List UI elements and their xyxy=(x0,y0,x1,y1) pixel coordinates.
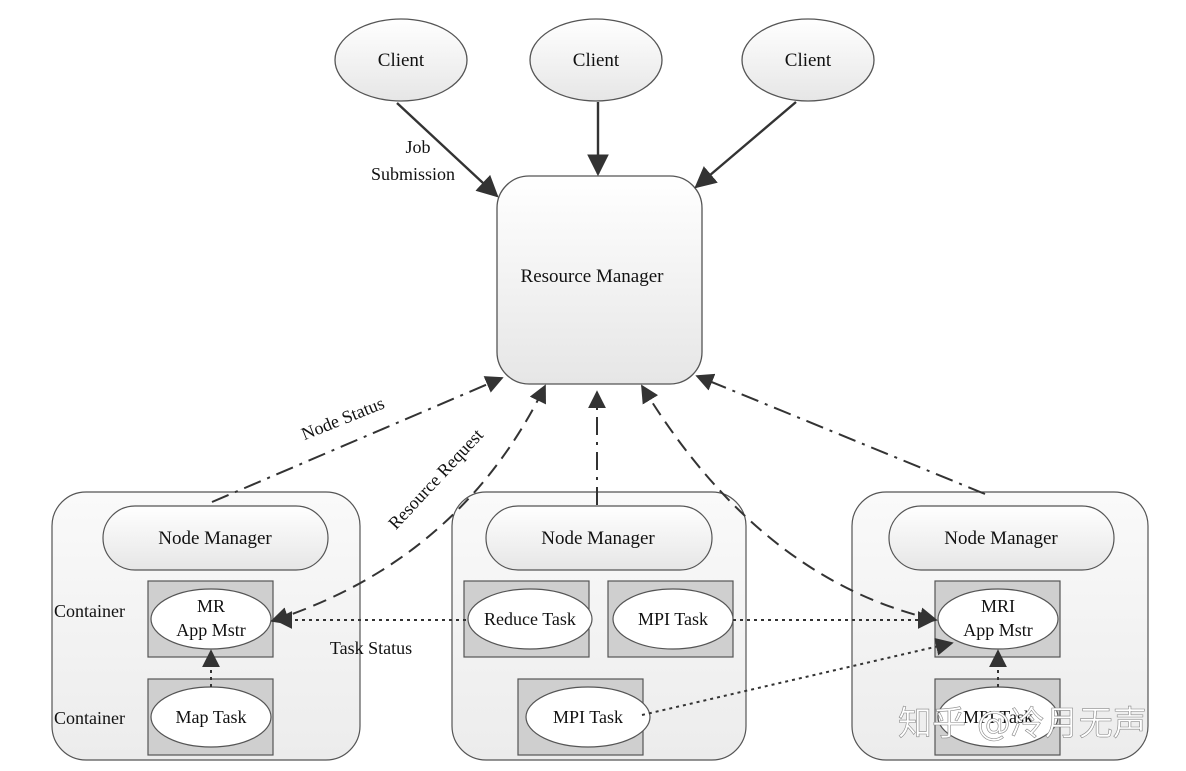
mri-app-master-label: MRI xyxy=(981,596,1015,616)
job-submission-label: Submission xyxy=(371,164,455,184)
mri-app-master-task xyxy=(937,588,1059,650)
client-label: Client xyxy=(785,50,832,71)
job-submission-arrow xyxy=(694,101,797,189)
job-submission-arrow xyxy=(396,102,499,198)
watermark: 知乎 @冷月无声 xyxy=(898,704,1147,744)
mr-app-master-label: App Mstr xyxy=(176,620,246,640)
mri-app-master-label: App Mstr xyxy=(963,620,1033,640)
client-node xyxy=(529,18,663,102)
resource-request-arrow xyxy=(270,384,546,625)
resource-manager-label: Resource Manager xyxy=(521,266,665,287)
node-manager-label: Node Manager xyxy=(944,528,1058,549)
node-status-arrow xyxy=(695,373,986,495)
node-manager-label: Node Manager xyxy=(158,528,272,549)
node-manager-label: Node Manager xyxy=(541,528,655,549)
client-label: Client xyxy=(573,50,620,71)
client-node xyxy=(741,18,875,102)
container-label: Container xyxy=(54,708,125,728)
mr-app-master-label: MR xyxy=(197,596,225,616)
mpi-task xyxy=(525,686,651,748)
node-status-label: Node Status xyxy=(298,393,387,444)
mpi-task-label: MPI Task xyxy=(963,707,1033,727)
reduce-task-label: Reduce Task xyxy=(484,609,576,629)
client-node xyxy=(334,18,468,102)
mpi-task-label: MPI Task xyxy=(638,609,708,629)
container-label: Container xyxy=(54,601,125,621)
map-task-label: Map Task xyxy=(176,707,247,727)
resource-request-arrow xyxy=(641,384,938,626)
client-label: Client xyxy=(378,50,425,71)
task-status-label: Task Status xyxy=(330,638,412,658)
mpi-task-label: MPI Task xyxy=(553,707,623,727)
job-submission-label: Job xyxy=(405,137,430,157)
